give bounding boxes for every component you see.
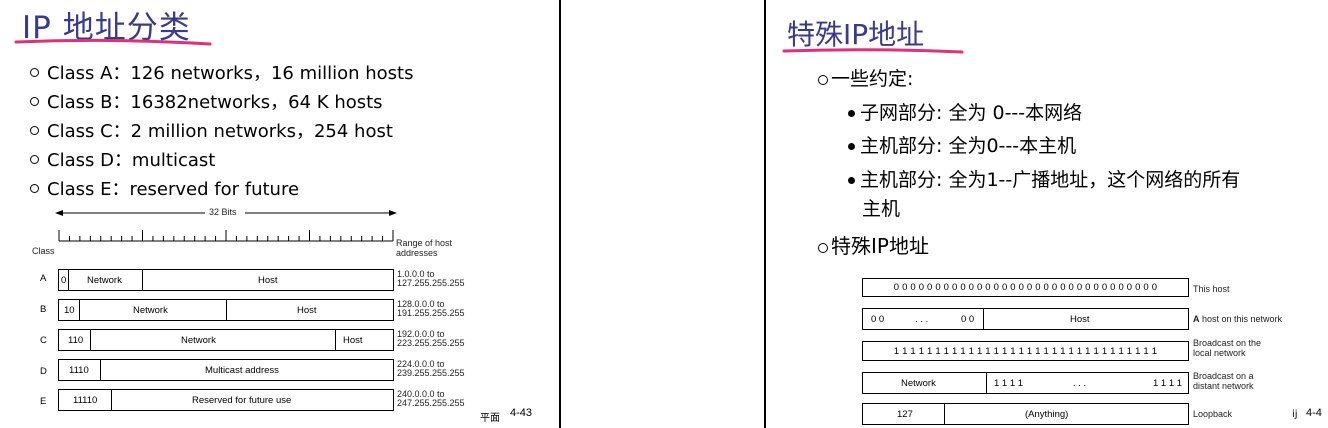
prefix-bits: 1110: [69, 364, 89, 376]
bullet-ring-icon: [30, 183, 39, 193]
list-item: Class C：2 million networks，254 host: [30, 117, 393, 143]
bullet-dot-icon: [848, 177, 855, 184]
bullet-ring-icon: [30, 96, 39, 106]
network-field: Network: [87, 274, 122, 286]
list-item: 子网部分: 全为 0---本网络: [848, 98, 1082, 125]
class-d-text: Class D：multicast: [47, 150, 216, 171]
multicast-field: Multicast address: [205, 364, 279, 376]
bullet-ring-icon: [818, 243, 828, 253]
prefix-bits: 110: [68, 334, 84, 346]
prefix-bits: 0: [61, 274, 67, 286]
host-field: Host: [297, 304, 317, 316]
table-row: 0 0 0 0 0 0 0 0 0 0 0 0 0 0 0 0 0 0 0 0 …: [862, 278, 1189, 297]
page-number: 4-43: [510, 407, 533, 419]
class-letter: C: [40, 335, 47, 346]
table-row: Network 1 1 1 1 . . . 1 1 1 1: [862, 372, 1189, 394]
row-label: This host: [1193, 284, 1230, 294]
prefix-bits: 10: [64, 304, 75, 316]
class-b-text: Class B：16382networks，64 K hosts: [47, 92, 383, 113]
left-slide-right-border: [559, 0, 561, 428]
table-row: 1 1 1 1 1 1 1 1 1 1 1 1 1 1 1 1 1 1 1 1 …: [862, 341, 1189, 361]
prefix-bits: 11110: [73, 394, 98, 406]
bullet-ring-icon: [30, 154, 39, 164]
table-row: 10 Network Host: [58, 299, 394, 321]
list-item: Class B：16382networks，64 K hosts: [30, 88, 383, 114]
class-letter: E: [40, 396, 47, 407]
bullet-dot-icon: [848, 143, 855, 150]
row-label: Loopback: [1193, 409, 1233, 419]
footer-text: ij: [1292, 409, 1298, 420]
class-c-text: Class C：2 million networks，254 host: [47, 121, 393, 142]
page-number: 4-4: [1306, 407, 1322, 419]
table-row: 11110 Reserved for future use: [58, 389, 394, 411]
class-header: Class: [32, 246, 55, 256]
class-e-text: Class E：reserved for future: [47, 179, 300, 200]
bullet-dot-icon: [848, 110, 855, 117]
bullet-ring-icon: [818, 75, 828, 85]
bits-arrow: [55, 210, 397, 216]
bits-label: 32 Bits: [209, 207, 237, 217]
class-letter: B: [40, 304, 47, 315]
title-underline: [14, 38, 212, 46]
range-header-line1: Range of host: [396, 238, 453, 248]
right-slide-left-border: [764, 0, 766, 428]
list-item: Class E：reserved for future: [30, 175, 299, 201]
network-field: Network: [181, 334, 216, 346]
conventions-heading: 一些约定:: [818, 64, 913, 91]
host-field: Host: [343, 334, 363, 346]
reserved-field: Reserved for future use: [192, 394, 292, 406]
bullet-ring-icon: [30, 67, 39, 77]
row-label: A host on this network: [1193, 314, 1283, 324]
list-item: Class A：126 networks，16 million hosts: [30, 59, 414, 85]
special-heading: 特殊IP地址: [818, 230, 929, 259]
class-letter: A: [40, 273, 47, 284]
footer-text: 平面: [480, 413, 500, 424]
range-header-line2: addresses: [396, 248, 438, 258]
table-row: 0 0 . . . 0 0 Host: [862, 308, 1189, 330]
title-underline: [782, 48, 964, 54]
table-row: 0 Network Host: [58, 269, 394, 291]
network-field: Network: [133, 304, 168, 316]
table-row: 1110 Multicast address: [58, 359, 394, 381]
host-field: Host: [258, 274, 278, 286]
bit-ruler: [58, 230, 394, 242]
bullet-ring-icon: [30, 125, 39, 135]
table-row: 110 Network Host: [58, 329, 394, 351]
slide-title: 特殊IP地址: [787, 18, 925, 51]
class-letter: D: [40, 366, 47, 377]
table-row: 127 (Anything): [862, 403, 1189, 425]
class-a-text: Class A：126 networks，16 million hosts: [47, 63, 414, 84]
list-item: Class D：multicast: [30, 146, 215, 172]
list-item-continued: 主机: [862, 198, 901, 220]
list-item: 主机部分: 全为0---本主机: [848, 131, 1076, 158]
range-header: Range of host addresses: [396, 238, 452, 258]
list-item: 主机部分: 全为1--广播地址，这个网络的所有: [848, 165, 1240, 192]
